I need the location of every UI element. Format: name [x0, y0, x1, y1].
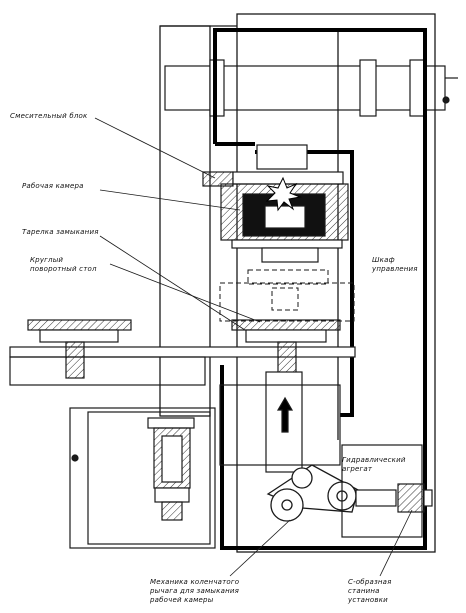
- leader-lines: [94, 117, 413, 577]
- closing-plate: [231, 319, 341, 343]
- working-chamber: [220, 176, 349, 263]
- machine-base: [69, 384, 341, 549]
- up-arrow-icon: [276, 396, 294, 433]
- cylinder: [147, 417, 195, 521]
- spark-icon: [265, 176, 302, 212]
- hydraulic-unit: [341, 444, 433, 538]
- label-closing-plate: Тарелка замыкания: [22, 228, 99, 236]
- knee-lever: [266, 464, 359, 522]
- mold-dashed: [219, 269, 355, 322]
- label-working-chamber: Рабочая камера: [22, 182, 84, 190]
- label-mixing-block: Смесительный блок: [10, 112, 88, 120]
- top-shaft: [164, 59, 458, 117]
- piston-column: [265, 371, 303, 473]
